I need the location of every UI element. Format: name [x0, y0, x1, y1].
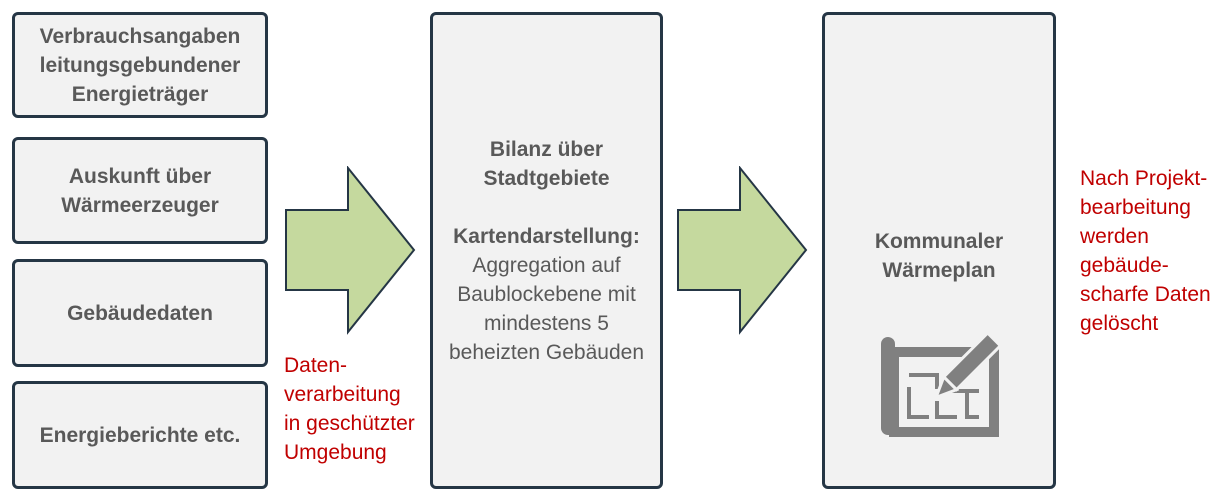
- heat-plan-title: Kommunaler Wärmeplan: [874, 230, 1004, 282]
- source-label-consumption: Verbrauchsangaben leitungsgebundener Ene…: [39, 24, 241, 106]
- processing-note: Daten- verarbeitung in geschützter Umgeb…: [284, 354, 415, 464]
- source-label-heat-generators: Auskunft über Wärmeerzeuger: [61, 164, 219, 217]
- source-label-building-data: Gebäudedaten: [67, 301, 213, 325]
- map-description: Aggregation auf Baublockebene mit mindes…: [449, 253, 644, 364]
- heat-plan-box: Kommunaler Wärmeplan: [822, 12, 1056, 489]
- flow-arrow-right-icon: [285, 166, 416, 335]
- source-box-heat-generators: Auskunft über Wärmeerzeuger: [12, 137, 268, 244]
- source-box-building-data: Gebäudedaten: [12, 259, 268, 367]
- deletion-note: Nach Projekt- bearbeitung werden gebäude…: [1080, 167, 1211, 335]
- map-heading: Kartendarstellung:: [453, 224, 640, 248]
- flow-arrow-right-icon: [677, 166, 808, 335]
- source-box-energy-reports: Energieberichte etc.: [12, 381, 268, 489]
- balance-box: Bilanz über Stadtgebiete Kartendarstellu…: [430, 12, 663, 489]
- blueprint-edit-icon: [881, 331, 1001, 437]
- balance-title: Bilanz über Stadtgebiete: [483, 137, 610, 190]
- source-box-consumption: Verbrauchsangaben leitungsgebundener Ene…: [12, 12, 268, 118]
- source-label-energy-reports: Energieberichte etc.: [39, 423, 241, 447]
